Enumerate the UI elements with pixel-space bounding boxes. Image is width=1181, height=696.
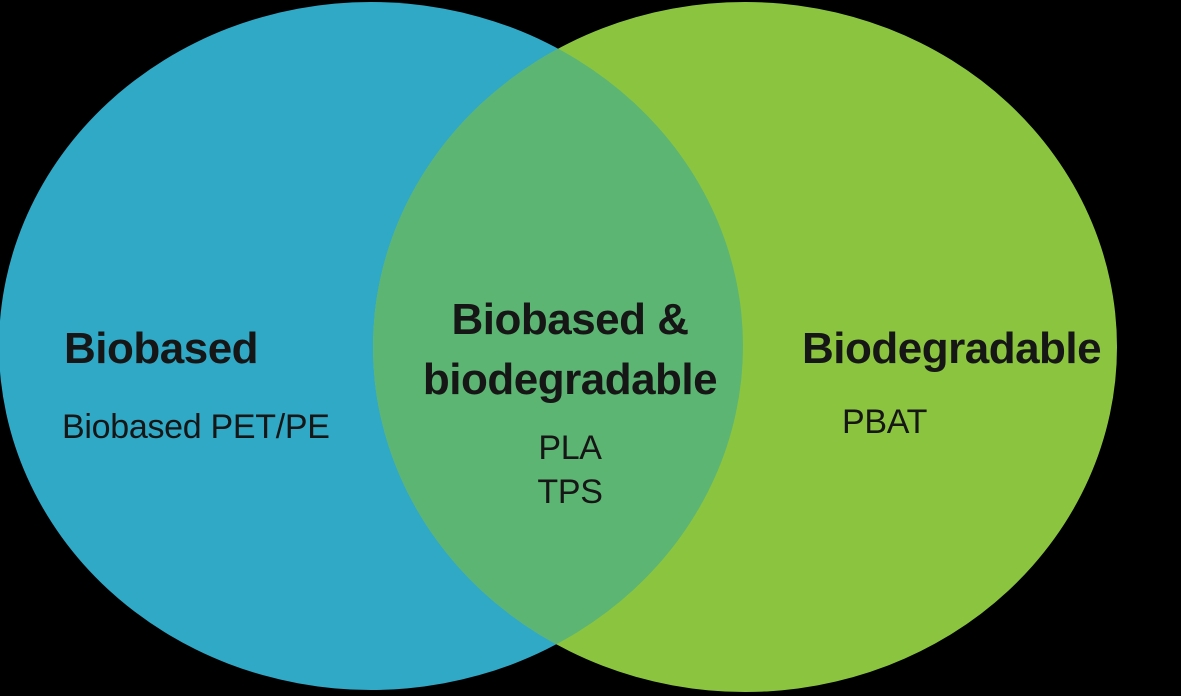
overlap-set-title: Biobased & biodegradable: [422, 295, 718, 404]
overlap-set-item: PLA: [538, 429, 602, 467]
biodegradable-set-item: PBAT: [842, 403, 928, 441]
biobased-set-title: Biobased: [64, 324, 259, 373]
biodegradable-set-title: Biodegradable: [802, 324, 1102, 373]
biobased-set-item: Biobased PET/PE: [62, 408, 330, 446]
overlap-lens-region: [373, 2, 743, 690]
overlap-set-items: PLA TPS: [440, 426, 700, 514]
overlap-set-item: TPS: [537, 473, 603, 511]
